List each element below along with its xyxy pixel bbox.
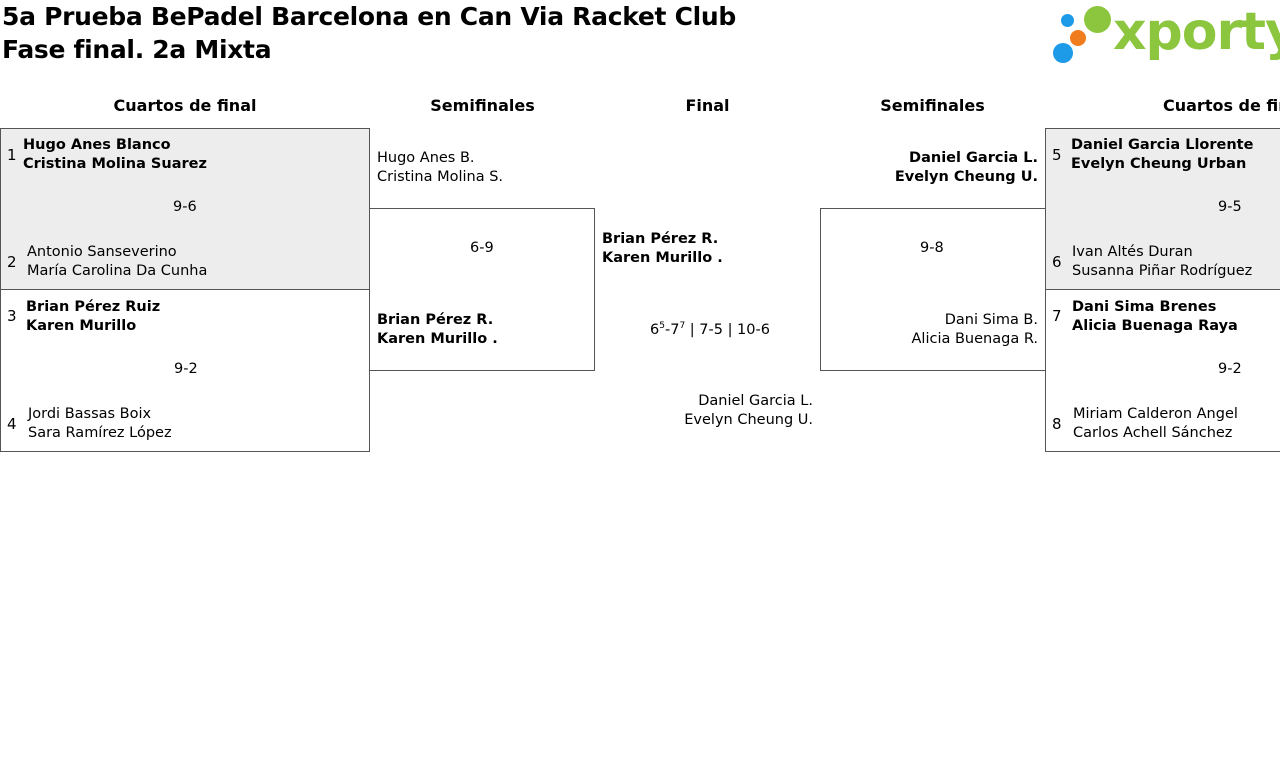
player-name: Jordi Bassas Boix [28, 406, 152, 422]
logo-dot-blue-small [1061, 14, 1074, 27]
player-name: Karen Murillo [26, 318, 137, 334]
player-name: Cristina Molina Suarez [23, 156, 207, 172]
seed-number: 7 [1052, 307, 1062, 325]
page-title: 5a Prueba BePadel Barcelona en Can Via R… [2, 2, 736, 31]
player-name: Carlos Achell Sánchez [1073, 425, 1233, 441]
team-winner: Dani Sima Brenes Alicia Buenaga Raya [1072, 298, 1238, 336]
team-loser: Dani Sima B. Alicia Buenaga R. [838, 311, 1038, 349]
seed-number: 8 [1052, 415, 1062, 433]
player-name: Alicia Buenaga R. [911, 331, 1038, 347]
round-label-semis-right: Semifinales [880, 96, 985, 115]
seed-number: 6 [1052, 253, 1062, 271]
player-name: Dani Sima B. [944, 312, 1038, 328]
seed-number: 2 [7, 253, 17, 271]
round-label-semis-left: Semifinales [430, 96, 535, 115]
final-runner-up: Daniel Garcia L. Evelyn Cheung U. [612, 392, 813, 430]
player-name: Evelyn Cheung U. [894, 169, 1038, 185]
player-name: Brian Pérez R. [377, 312, 494, 328]
player-name: Hugo Anes Blanco [23, 137, 171, 153]
match-score: 9-8 [920, 240, 944, 256]
player-name: Alicia Buenaga Raya [1072, 318, 1238, 334]
player-name: Hugo Anes B. [377, 150, 475, 166]
team-winner: Hugo Anes Blanco Cristina Molina Suarez [23, 136, 207, 174]
logo-text: xporty [1113, 2, 1280, 62]
seed-number: 4 [7, 415, 17, 433]
player-name: Daniel Garcia Llorente [1071, 137, 1254, 153]
logo-dot-green [1084, 6, 1111, 33]
team-winner: Daniel Garcia Llorente Evelyn Cheung Urb… [1071, 136, 1253, 174]
team-loser: Antonio Sanseverino María Carolina Da Cu… [27, 243, 207, 281]
team-loser: Jordi Bassas Boix Sara Ramírez López [28, 405, 172, 443]
player-name: Karen Murillo . [602, 250, 723, 266]
player-name: Antonio Sanseverino [27, 244, 177, 260]
team-winner: Brian Pérez R. Karen Murillo . [377, 311, 498, 349]
seed-number: 1 [7, 146, 17, 164]
final-score: 65-77 | 7-5 | 10-6 [650, 322, 770, 338]
seed-number: 5 [1052, 146, 1062, 164]
match-score: 6-9 [470, 240, 494, 256]
match-score: 9-2 [174, 361, 198, 377]
player-name: Brian Pérez R. [602, 231, 719, 247]
page-subtitle: Fase final. 2a Mixta [2, 35, 272, 64]
match-score: 9-5 [1218, 199, 1242, 215]
team-loser: Miriam Calderon Angel Carlos Achell Sánc… [1073, 405, 1238, 443]
seed-number: 3 [7, 307, 17, 325]
player-name: Daniel Garcia L. [698, 393, 813, 409]
match-score: 9-6 [173, 199, 197, 215]
score-remaining-sets: | 7-5 | 10-6 [685, 322, 770, 338]
player-name: Daniel Garcia L. [909, 150, 1038, 166]
quarter-match-4 [1045, 289, 1280, 452]
semi-match-left [369, 208, 595, 371]
logo-dot-orange [1070, 30, 1086, 46]
player-name: Ivan Altés Duran [1072, 244, 1193, 260]
round-label-final: Final [685, 96, 730, 115]
player-name: Dani Sima Brenes [1072, 299, 1217, 315]
semi-match-right [820, 208, 1046, 371]
team-winner: Brian Pérez Ruiz Karen Murillo [26, 298, 160, 336]
tiebreak-value: 7 [679, 321, 686, 332]
team-loser: Hugo Anes B. Cristina Molina S. [377, 149, 503, 187]
player-name: María Carolina Da Cunha [27, 263, 208, 279]
final-winner: Brian Pérez R. Karen Murillo . [602, 230, 723, 268]
match-score: 9-2 [1218, 361, 1242, 377]
score-value: 7 [670, 322, 680, 338]
round-label-quarters-right: Cuartos de final [1163, 96, 1280, 115]
player-name: Susanna Piñar Rodríguez [1072, 263, 1253, 279]
team-winner: Daniel Garcia L. Evelyn Cheung U. [838, 149, 1038, 187]
player-name: Evelyn Cheung Urban [1071, 156, 1247, 172]
score-value: 6 [650, 322, 660, 338]
score-separator: - [664, 322, 671, 338]
player-name: Karen Murillo . [377, 331, 498, 347]
player-name: Cristina Molina S. [377, 169, 504, 185]
tiebreak-value: 5 [659, 321, 665, 332]
team-loser: Ivan Altés Duran Susanna Piñar Rodríguez [1072, 243, 1252, 281]
quarter-match-3 [1045, 128, 1280, 290]
player-name: Sara Ramírez López [28, 425, 172, 441]
player-name: Brian Pérez Ruiz [26, 299, 161, 315]
round-label-quarters-left: Cuartos de final [113, 96, 257, 115]
player-name: Miriam Calderon Angel [1073, 406, 1238, 422]
quarter-match-1 [0, 128, 370, 290]
player-name: Evelyn Cheung U. [684, 412, 813, 428]
logo-dot-blue [1053, 43, 1073, 63]
